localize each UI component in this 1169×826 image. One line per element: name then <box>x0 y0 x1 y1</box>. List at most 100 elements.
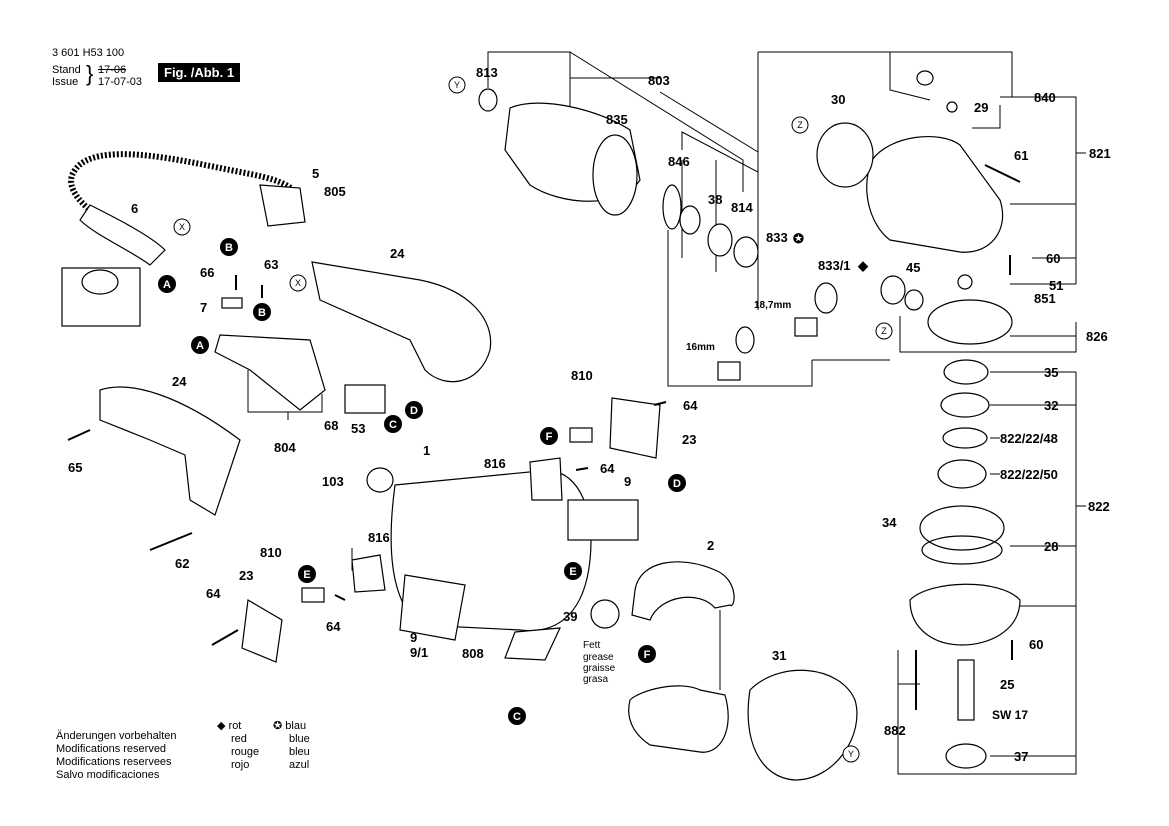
bracket-804 <box>247 370 323 413</box>
red-word-de: rot <box>228 720 242 732</box>
motor-symbol <box>81 269 119 295</box>
screw-65 <box>67 429 91 441</box>
legend-line-es: Salvo modificaciones <box>56 769 160 781</box>
label-846: 846 <box>668 154 690 169</box>
label-814: 814 <box>731 200 753 215</box>
spindle-25 <box>957 659 975 721</box>
gear-826 <box>927 299 1013 345</box>
label-60a: 60 <box>1046 251 1060 266</box>
label-23b: 23 <box>239 568 253 583</box>
bearing-plate <box>747 669 858 781</box>
label-7: 7 <box>200 300 207 315</box>
oring-28 <box>921 535 1003 565</box>
label-37: 37 <box>1014 749 1028 764</box>
marker-a1-text: A <box>163 279 171 291</box>
switch-assembly <box>214 334 326 411</box>
ring-833-1 <box>814 282 838 314</box>
label-51: 51 <box>1049 278 1063 293</box>
label-816b: 816 <box>368 530 390 545</box>
label-24a: 24 <box>390 246 405 261</box>
label-851: 851 <box>1034 291 1056 306</box>
blue-word-es: azul <box>289 759 310 771</box>
marker-z1 <box>791 116 809 134</box>
marker-b2-text: B <box>258 307 266 319</box>
blue-word-fr: bleu <box>289 746 310 758</box>
label-64c: 64 <box>326 619 341 634</box>
part-29 <box>946 101 958 113</box>
red-symbol-833-1: ◆ <box>857 258 869 273</box>
label-66: 66 <box>200 265 214 280</box>
bearing-flange <box>909 583 1021 646</box>
blue-symbol-833: ✪ <box>793 231 804 246</box>
issue-date: 17-07-03 <box>98 76 143 88</box>
part-53 <box>344 384 386 414</box>
fan <box>592 134 638 216</box>
label-821: 821 <box>1089 146 1111 161</box>
marker-y1-text: Y <box>454 80 460 90</box>
field-coil-lower <box>628 685 729 753</box>
screw-64a <box>653 401 667 406</box>
legend-red: ◆ rot red rouge rojo <box>217 720 259 772</box>
brush-block-a <box>794 317 818 337</box>
marker-d1-text: D <box>410 405 418 417</box>
wiring-schematic <box>61 267 141 327</box>
label-9: 9 <box>410 630 417 645</box>
screw-64b <box>575 467 589 471</box>
label-833-1: 833/1 <box>818 258 851 273</box>
red-diamond-icon: ◆ <box>217 720 226 732</box>
field-coil-upper <box>631 561 735 621</box>
pinion <box>880 275 906 305</box>
label-28: 28 <box>1044 539 1058 554</box>
legend-line-de: Änderungen vorbehalten <box>56 730 177 742</box>
grease-note-fr: graisse <box>583 663 616 674</box>
label-804: 804 <box>274 440 296 455</box>
label-826: 826 <box>1086 329 1108 344</box>
part-35 <box>943 359 989 385</box>
brush-810b <box>301 587 325 603</box>
dim-16: 16mm <box>686 342 715 353</box>
part-103 <box>366 467 394 493</box>
part-32 <box>940 392 990 418</box>
label-882: 882 <box>884 723 906 738</box>
marker-f2 <box>638 645 656 663</box>
grease-39 <box>590 599 620 629</box>
marker-d2 <box>668 474 686 492</box>
marker-e1 <box>298 565 316 583</box>
label-30: 30 <box>831 92 845 107</box>
label-25: 25 <box>1000 677 1014 692</box>
brace: } <box>86 61 94 86</box>
grease-note-en: grease <box>583 652 614 663</box>
ring-16mm <box>735 326 755 354</box>
marker-a2-text: A <box>196 340 204 352</box>
marker-x1-text: X <box>179 222 185 232</box>
bearing-822-22-50 <box>937 459 987 489</box>
blue-star-icon: ✪ <box>273 720 283 732</box>
bracket-821 <box>1054 96 1077 284</box>
brush-810a <box>569 427 593 443</box>
red-word-es: rojo <box>231 759 250 771</box>
marker-f1 <box>540 427 558 445</box>
part-7 <box>221 297 243 309</box>
bearing-814 <box>733 236 759 268</box>
marker-x2-text: X <box>295 278 301 288</box>
marker-b2 <box>253 303 271 321</box>
spring-34 <box>919 505 1005 551</box>
label-840: 840 <box>1034 90 1056 105</box>
marker-b1-text: B <box>225 242 233 254</box>
label-53: 53 <box>351 421 365 436</box>
blue-word-en: blue <box>289 733 310 745</box>
screw-64c <box>334 594 346 601</box>
marker-x1 <box>173 218 191 236</box>
red-word-fr: rouge <box>231 746 260 758</box>
gear-housing <box>866 135 1004 253</box>
bracket-882 <box>897 650 1077 775</box>
label-39: 39 <box>563 609 577 624</box>
label-64a: 64 <box>683 398 698 413</box>
handle-24-bottom <box>99 386 241 516</box>
circlip-846 <box>662 184 682 230</box>
label-23a: 23 <box>682 432 696 447</box>
legend-notes: Änderungen vorbehalten Modifications res… <box>56 730 176 782</box>
handle-24-top <box>311 261 492 383</box>
part-number: 3 601 H53 100 <box>52 47 125 59</box>
